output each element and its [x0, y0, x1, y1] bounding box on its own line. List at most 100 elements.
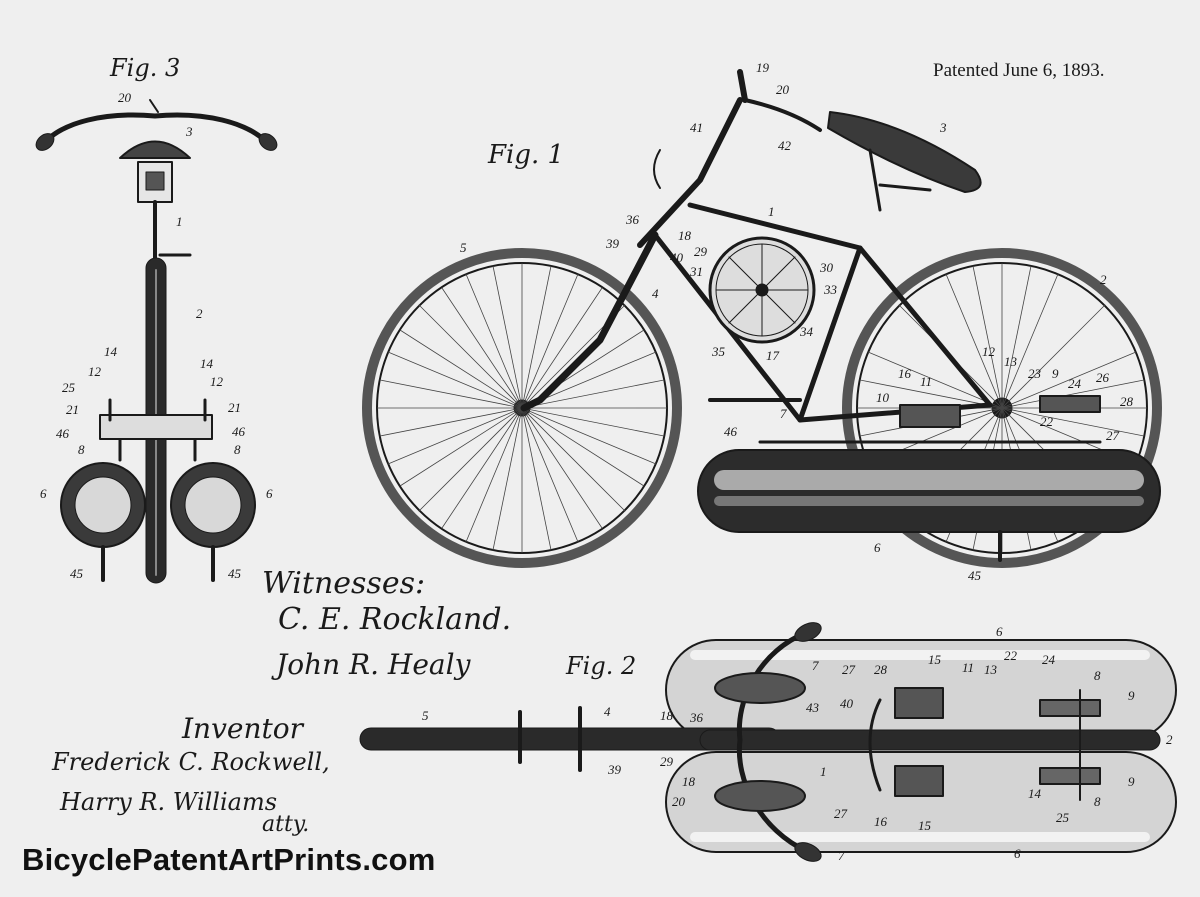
fig1-side-view: [367, 72, 1160, 563]
numeral: 18: [682, 774, 696, 789]
numeral: 13: [984, 662, 998, 677]
numeral: 19: [756, 60, 770, 75]
numeral: 36: [689, 710, 704, 725]
attorney-signature: Harry R. Williams: [60, 788, 277, 816]
numeral: 7: [780, 406, 787, 421]
numeral: 6: [874, 540, 881, 555]
fig1-label: Fig. 1: [488, 140, 564, 170]
numeral: 22: [1004, 648, 1018, 663]
numeral: 11: [962, 660, 974, 675]
numeral: 13: [1004, 354, 1018, 369]
numeral: 9: [1052, 366, 1059, 381]
numeral: 2: [196, 306, 203, 321]
numeral: 29: [694, 244, 708, 259]
numeral: 14: [104, 344, 118, 359]
numeral: 9: [1128, 774, 1135, 789]
numeral: 1: [768, 204, 775, 219]
fig2-label: Fig. 2: [566, 652, 636, 680]
numeral: 9: [1128, 688, 1135, 703]
numeral: 28: [1120, 394, 1134, 409]
numeral: 21: [66, 402, 79, 417]
numeral: 17: [766, 348, 780, 363]
numeral: 28: [874, 662, 888, 677]
numeral: 15: [928, 652, 942, 667]
numeral: 39: [605, 236, 620, 251]
numeral: 39: [607, 762, 622, 777]
numeral: 41: [690, 120, 703, 135]
numeral: 6: [40, 486, 47, 501]
numeral: 26: [1096, 370, 1110, 385]
numeral: 6: [1014, 846, 1021, 861]
numeral: 25: [62, 380, 76, 395]
numeral: 3: [185, 124, 193, 139]
numeral: 46: [56, 426, 70, 441]
numeral: 45: [228, 566, 242, 581]
numeral: 7: [812, 658, 819, 673]
numeral: 43: [806, 700, 820, 715]
fig3-label: Fig. 3: [110, 54, 180, 82]
numeral: 22: [1040, 414, 1054, 429]
numeral: 1: [820, 764, 827, 779]
numeral: 35: [711, 344, 726, 359]
numeral: 5: [460, 240, 467, 255]
numeral: 20: [776, 82, 790, 97]
numeral: 18: [678, 228, 692, 243]
numeral: 24: [1042, 652, 1056, 667]
numeral: 27: [842, 662, 856, 677]
numeral: 40: [840, 696, 854, 711]
numeral: 5: [422, 708, 429, 723]
numeral: 2: [1166, 732, 1173, 747]
numeral: 27: [1106, 428, 1120, 443]
numeral: 8: [78, 442, 85, 457]
numeral: 29: [660, 754, 674, 769]
numeral: 14: [200, 356, 214, 371]
numeral: 45: [968, 568, 982, 583]
numeral: 3: [939, 120, 947, 135]
inventor-title: Inventor: [182, 712, 303, 745]
numeral: 14: [1028, 786, 1042, 801]
numeral: 42: [778, 138, 792, 153]
numeral: 31: [689, 264, 703, 279]
numeral: 25: [1056, 810, 1070, 825]
numeral: 12: [982, 344, 996, 359]
numeral: 18: [660, 708, 674, 723]
numeral: 40: [670, 250, 684, 265]
watermark: BicyclePatentArtPrints.com: [22, 842, 436, 878]
numeral: 45: [70, 566, 84, 581]
numeral: 4: [604, 704, 611, 719]
numeral: 10: [876, 390, 890, 405]
numeral: 8: [1094, 794, 1101, 809]
numeral: 46: [232, 424, 246, 439]
numeral: 11: [920, 374, 932, 389]
numeral: 20: [118, 90, 132, 105]
numeral: 20: [672, 794, 686, 809]
numeral: 6: [266, 486, 273, 501]
numeral: 23: [1028, 366, 1042, 381]
numeral: 2: [1100, 272, 1107, 287]
numeral: 15: [918, 818, 932, 833]
numeral: 7: [838, 848, 845, 863]
numeral: 12: [88, 364, 102, 379]
numeral: 8: [234, 442, 241, 457]
attorney-abbreviation: atty.: [262, 812, 309, 837]
numeral: 36: [625, 212, 640, 227]
numeral: 6: [996, 624, 1003, 639]
witness-signature-1: C. E. Rockland.: [278, 602, 511, 637]
witnesses-title: Witnesses:: [262, 566, 425, 601]
numeral: 8: [1094, 668, 1101, 683]
witness-signature-2: John R. Healy: [276, 648, 470, 681]
numeral: 1: [176, 214, 183, 229]
numeral: 27: [834, 806, 848, 821]
numeral: 16: [898, 366, 912, 381]
numeral: 34: [799, 324, 814, 339]
fig3-front-view: [33, 100, 280, 583]
numeral: 46: [724, 424, 738, 439]
numeral: 4: [652, 286, 659, 301]
inventor-signature: Frederick C. Rockwell,: [52, 748, 330, 776]
numeral: 33: [823, 282, 838, 297]
numeral: 12: [210, 374, 224, 389]
numeral: 30: [819, 260, 834, 275]
numeral: 21: [228, 400, 241, 415]
numeral: 16: [874, 814, 888, 829]
